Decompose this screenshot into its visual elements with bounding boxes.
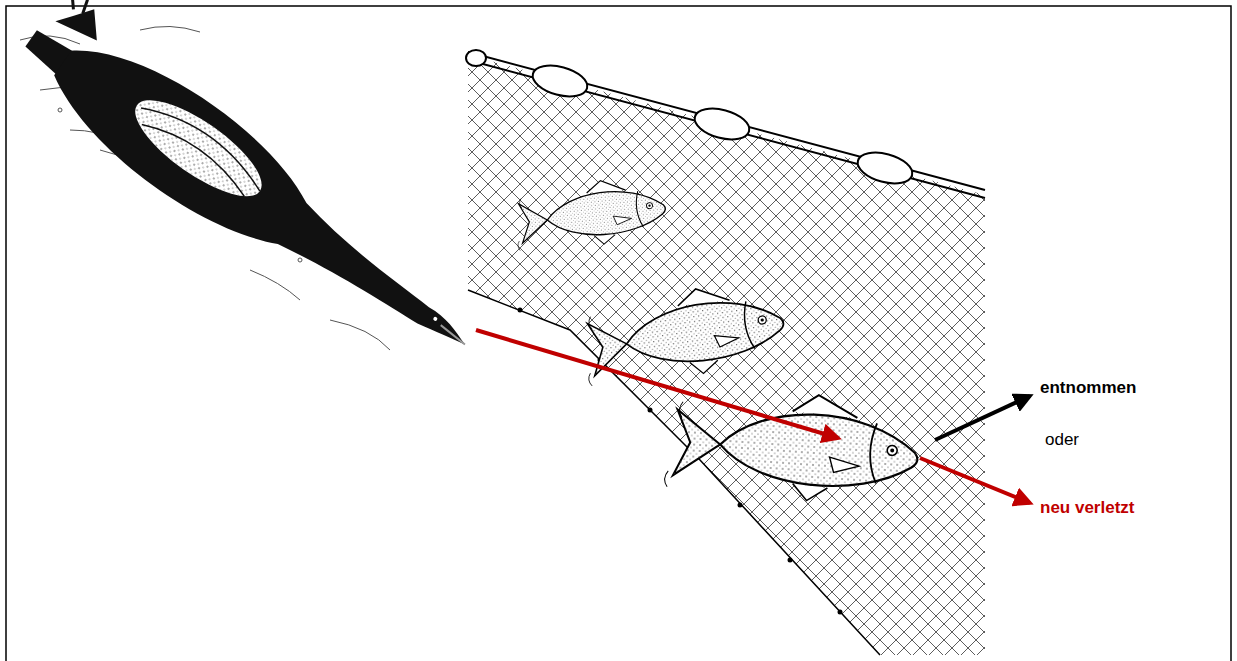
fish: [512, 174, 921, 508]
removed-arrow: [935, 396, 1030, 440]
cormorant: [2, 0, 503, 384]
gill-net: [466, 50, 985, 655]
outcome-label: entnommen: [1040, 378, 1136, 398]
injured-arrow: [920, 458, 1030, 503]
connector-word: oder: [1045, 430, 1079, 450]
arrows: [476, 330, 1030, 503]
frame: [6, 6, 1231, 661]
attack-arrow: [476, 330, 838, 438]
outcome-label: neu verletzt: [1040, 498, 1134, 518]
